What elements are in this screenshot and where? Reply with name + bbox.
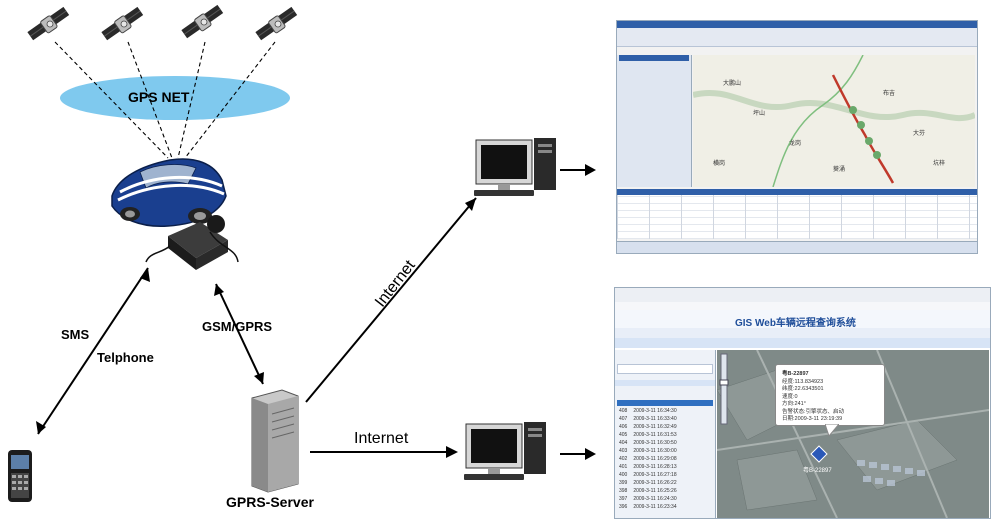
history-row-number: 399 xyxy=(619,480,628,486)
map-place: 布吉 xyxy=(883,89,895,97)
gsm-gprs-arrow xyxy=(215,283,264,385)
gis-title: GIS Web车辆远程查询系统 xyxy=(735,318,856,329)
popup-line: 日期:2009-3-11 23:19:39 xyxy=(782,416,843,422)
history-row-number: 396 xyxy=(619,504,628,510)
satellite-icon xyxy=(254,6,298,41)
map-place: 坑梓 xyxy=(933,159,945,167)
mobile-phone-icon xyxy=(8,450,32,502)
history-row-number: 400 xyxy=(619,472,628,478)
telphone-label: Telphone xyxy=(97,350,154,365)
history-row[interactable]: 403 2009-3-11 16:30:00 xyxy=(619,448,677,454)
desktop-gis-screenshot: 大鹏山 坪山 龙岗 横岗 布吉 大芬 葵涌 坑梓 xyxy=(616,20,978,254)
history-list-panel: 408 2009-3-11 16:34:30 407 2009-3-11 16:33:… xyxy=(615,350,716,518)
history-row[interactable]: 396 2009-3-11 16:23:34 xyxy=(619,504,677,510)
history-row-time: 2009-3-11 16:30:50 xyxy=(633,440,677,446)
history-row-time: 2009-3-11 16:26:22 xyxy=(633,480,677,486)
map-place: 大芬 xyxy=(913,129,925,137)
history-row-number: 405 xyxy=(619,432,628,438)
map-place: 坪山 xyxy=(753,109,765,117)
history-row-number: 404 xyxy=(619,440,628,446)
desktop-data-table xyxy=(617,195,977,239)
satellite-icon xyxy=(180,4,224,39)
popup-line: 经度:113.834923 xyxy=(782,378,824,385)
history-row[interactable]: 398 2009-3-11 16:25:26 xyxy=(619,488,677,494)
history-row[interactable]: 404 2009-3-11 16:30:50 xyxy=(619,440,677,446)
history-row-time: 2009-3-11 16:29:08 xyxy=(633,456,677,462)
history-row[interactable]: 402 2009-3-11 16:29:08 xyxy=(619,456,677,462)
history-row[interactable]: 407 2009-3-11 16:33:40 xyxy=(619,416,677,422)
map-place: 大鹏山 xyxy=(723,79,741,87)
history-row-time: 2009-3-11 16:24:30 xyxy=(633,496,677,502)
desktop-left-panel xyxy=(617,55,692,187)
history-row-number: 406 xyxy=(619,424,628,430)
history-row-time: 2009-3-11 16:25:26 xyxy=(633,488,677,494)
vehicle-label: 粤B-22897 xyxy=(803,466,832,474)
popup-line: 纬度:22.6343501 xyxy=(782,386,824,392)
sms-arrow xyxy=(37,267,149,435)
gsm-gprs-label: GSM/GPRS xyxy=(202,319,273,334)
history-row-time: 2009-3-11 16:33:40 xyxy=(633,416,677,422)
map-place: 横岗 xyxy=(713,159,725,167)
vehicle-route xyxy=(831,74,895,184)
satellite-icon xyxy=(26,6,70,41)
internet-upper-arrow xyxy=(305,197,477,403)
map-place: 葵涌 xyxy=(833,165,845,173)
history-row-time: 2009-3-11 16:31:53 xyxy=(633,432,677,438)
gps-net-cloud xyxy=(60,76,290,120)
history-row-number: 398 xyxy=(619,488,628,494)
gps-tracker-icon xyxy=(145,215,239,270)
car-icon xyxy=(111,158,227,227)
history-row-number: 403 xyxy=(619,448,628,454)
history-row[interactable]: 399 2009-3-11 16:26:22 xyxy=(619,480,677,486)
history-row-time: 2009-3-11 16:32:49 xyxy=(633,424,677,430)
history-row[interactable]: 400 2009-3-11 16:27:18 xyxy=(619,472,677,478)
vehicle-marker-icon xyxy=(810,445,828,463)
history-row[interactable]: 408 2009-3-11 16:34:30 xyxy=(619,408,677,414)
popup-line: 速度:0 xyxy=(782,393,798,400)
satellite-signal-lines xyxy=(54,41,276,159)
history-row-number: 397 xyxy=(619,496,628,502)
popup-line: 告警状态:引擎状态、启动 xyxy=(782,408,845,415)
web-gis-screenshot: GIS Web车辆远程查询系统 408 2009-3-11 16:34:30 407… xyxy=(614,287,991,519)
history-row-number: 401 xyxy=(619,464,628,470)
history-row-time: 2009-3-11 16:28:13 xyxy=(633,464,677,470)
desktop-computer-icon xyxy=(474,138,556,196)
history-row-time: 2009-3-11 16:23:34 xyxy=(633,504,677,510)
internet-lower-label: Internet xyxy=(354,430,409,447)
gprs-server-label: GPRS-Server xyxy=(226,494,314,510)
sms-label: SMS xyxy=(61,327,90,342)
desktop-computer-icon xyxy=(464,422,546,480)
history-row[interactable]: 406 2009-3-11 16:32:49 xyxy=(619,424,677,430)
history-row-time: 2009-3-11 16:27:18 xyxy=(633,472,677,478)
history-row[interactable]: 401 2009-3-11 16:28:13 xyxy=(619,464,677,470)
history-row-time: 2009-3-11 16:30:00 xyxy=(633,448,677,454)
history-row[interactable]: 397 2009-3-11 16:24:30 xyxy=(619,496,677,502)
history-row-number: 407 xyxy=(619,416,628,422)
popup-line: 方向:241° xyxy=(782,401,806,407)
history-row-time: 2009-3-11 16:34:30 xyxy=(633,408,677,414)
history-row-number: 402 xyxy=(619,456,628,462)
popup-line: 粤B-22897 xyxy=(782,371,809,377)
history-row-number: 408 xyxy=(619,408,628,414)
history-row[interactable]: 405 2009-3-11 16:31:53 xyxy=(619,432,677,438)
satellite-icon xyxy=(100,6,144,41)
gprs-server-icon xyxy=(251,389,299,493)
map-place: 龙岗 xyxy=(789,139,801,147)
desktop-map: 大鹏山 坪山 龙岗 横岗 布吉 大芬 葵涌 坑梓 xyxy=(693,55,975,187)
gps-net-label: GPS NET xyxy=(128,89,190,105)
